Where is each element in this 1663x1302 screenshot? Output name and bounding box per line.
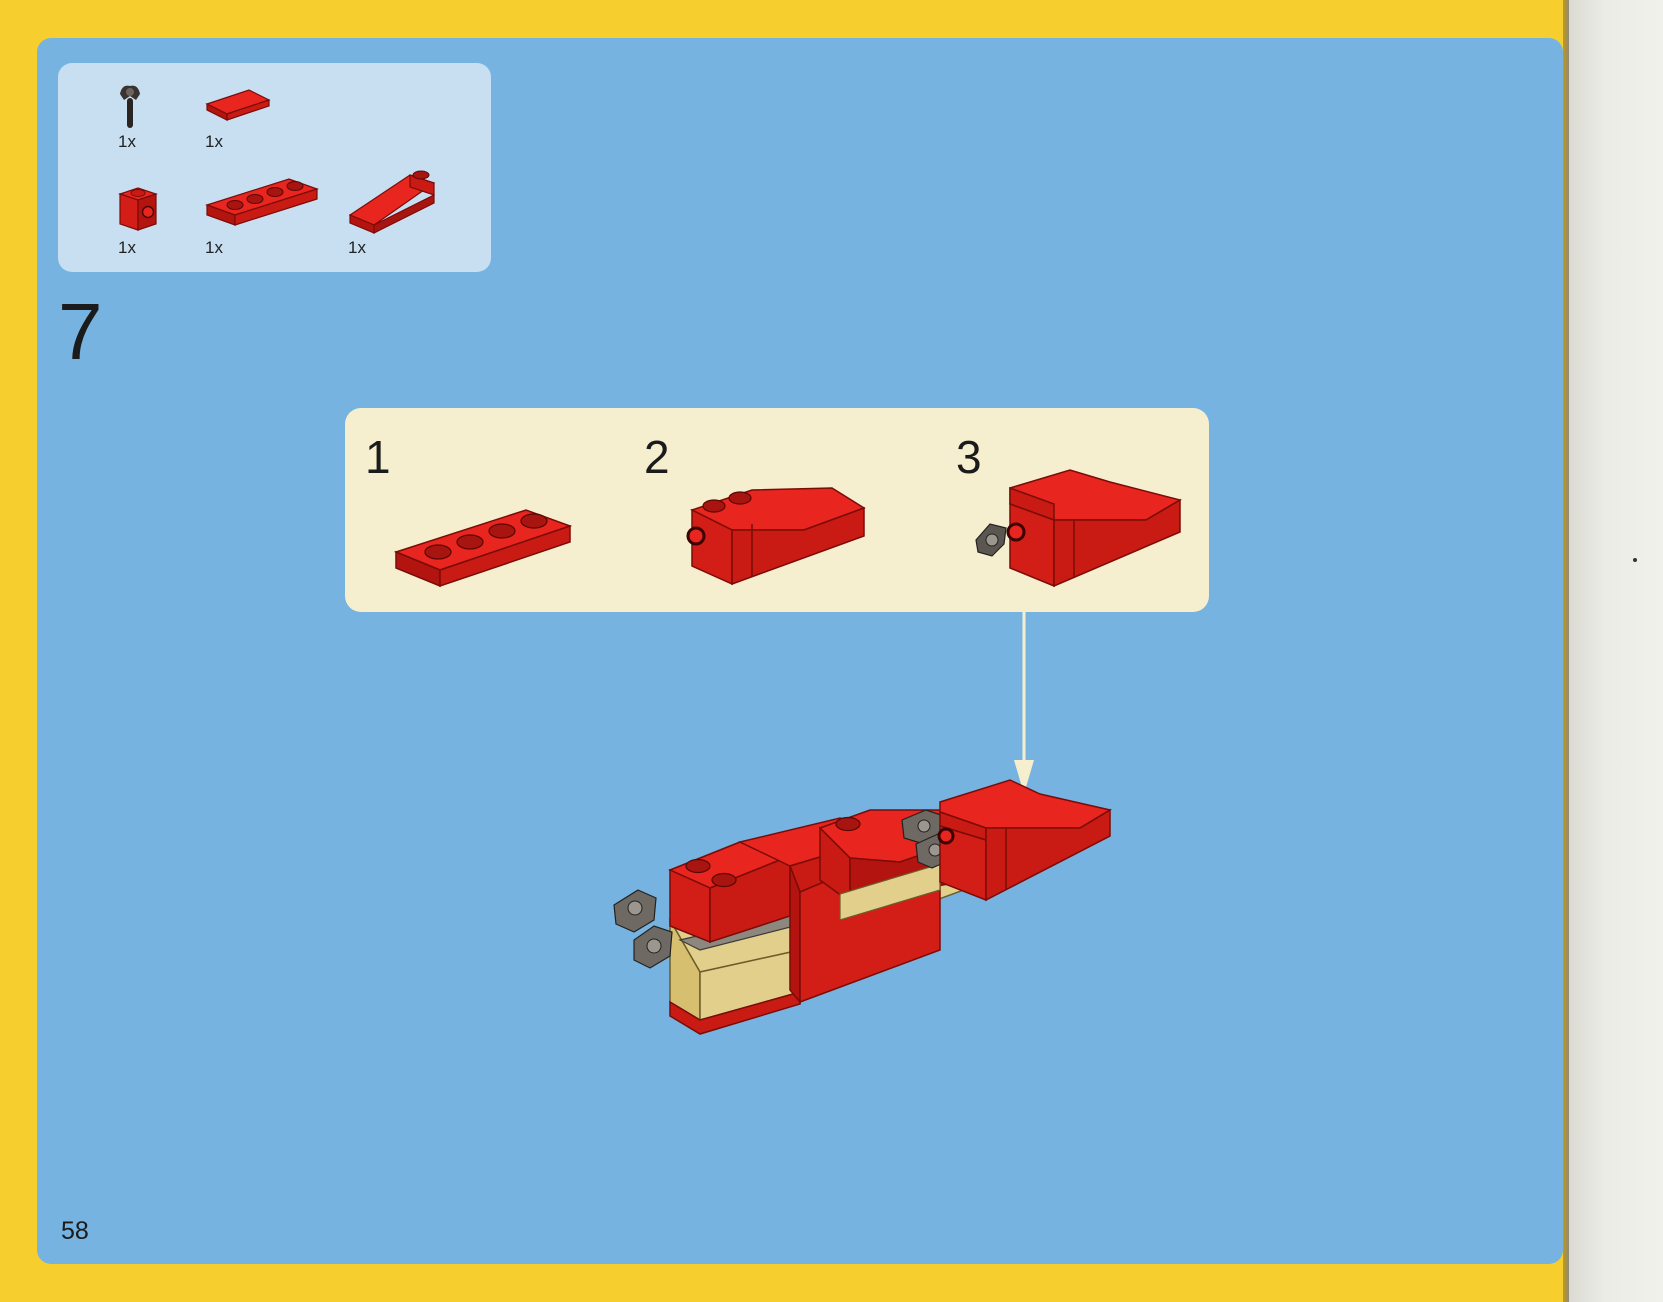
page-number: 58 xyxy=(61,1217,89,1245)
adjacent-page-edge xyxy=(1566,0,1663,1302)
substep-3-assembly-icon xyxy=(975,469,1182,588)
page-fold xyxy=(1563,0,1569,1302)
print-speck xyxy=(1633,558,1637,562)
part-qty: 1x xyxy=(118,238,136,257)
plate-icon xyxy=(205,178,319,226)
brick-side-stud-icon xyxy=(118,187,158,231)
step-number: 7 xyxy=(58,287,103,376)
tile-icon xyxy=(205,89,271,121)
front-clip-left-icon xyxy=(613,889,673,969)
substep-label: 1 xyxy=(365,431,391,483)
part-qty: 1x xyxy=(348,238,366,257)
part-qty: 1x xyxy=(118,132,136,151)
main-model-illustration xyxy=(613,779,1112,1035)
parts-list xyxy=(58,63,491,272)
clip-bar-icon xyxy=(120,85,140,128)
substep-1-plate-icon xyxy=(393,509,573,588)
substep-label: 2 xyxy=(644,431,670,483)
part-qty: 1x xyxy=(205,238,223,257)
part-qty: 1x xyxy=(205,132,223,151)
substep-label: 3 xyxy=(956,431,982,483)
arrow-down-icon xyxy=(1014,612,1034,794)
substep-2-assembly-icon xyxy=(686,487,866,586)
slope-icon xyxy=(348,170,436,234)
